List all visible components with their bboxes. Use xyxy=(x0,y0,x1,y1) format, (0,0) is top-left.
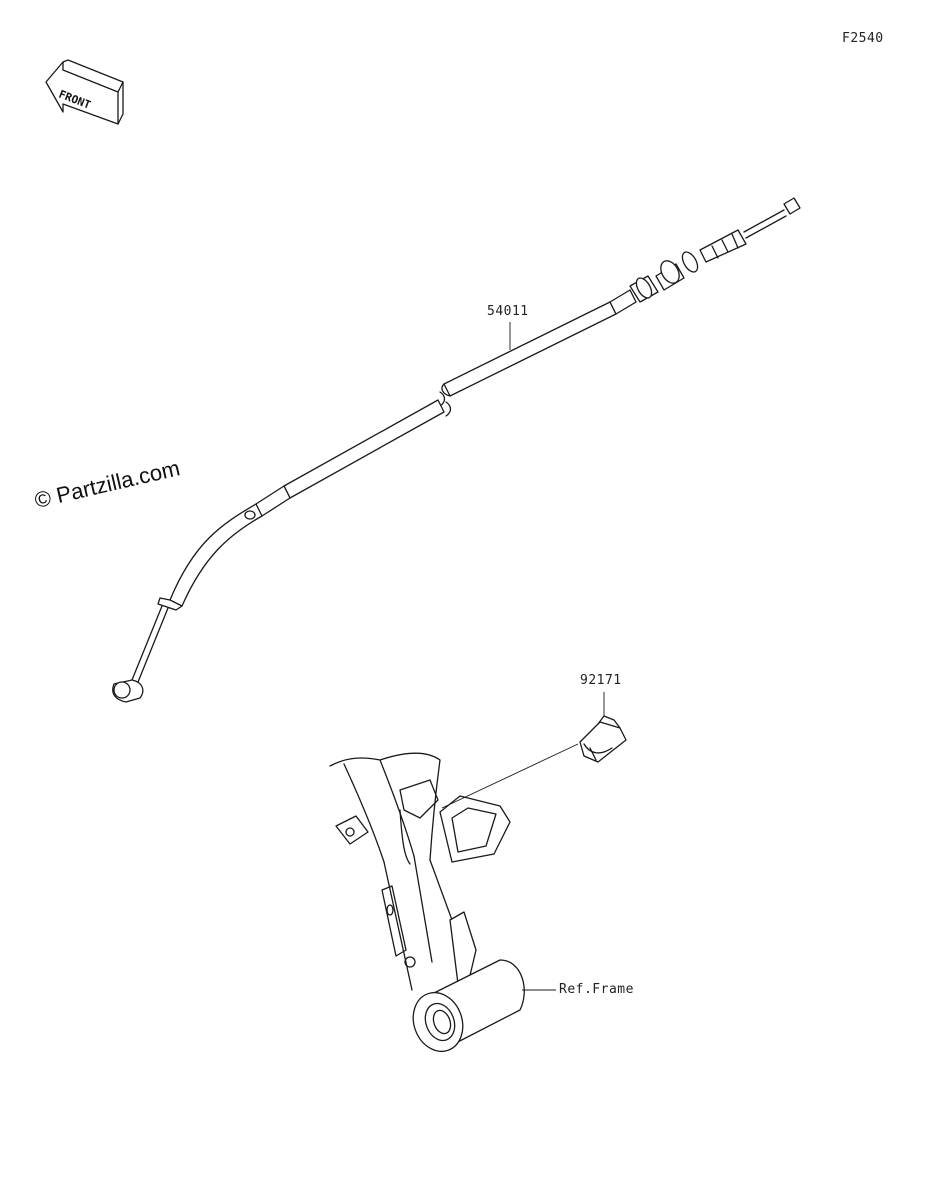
reference-label: Ref.Frame xyxy=(559,982,634,997)
figure-code: F2540 xyxy=(842,31,884,46)
part-number-label[interactable]: 54011 xyxy=(487,304,529,319)
cable-barrel-end xyxy=(112,679,144,703)
clamp-drawing xyxy=(441,692,627,809)
part-number-label[interactable]: 92171 xyxy=(580,673,622,688)
clutch-cable-drawing xyxy=(112,197,801,703)
front-arrow-icon: FRONT xyxy=(45,59,124,125)
frame-drawing xyxy=(329,752,556,1053)
